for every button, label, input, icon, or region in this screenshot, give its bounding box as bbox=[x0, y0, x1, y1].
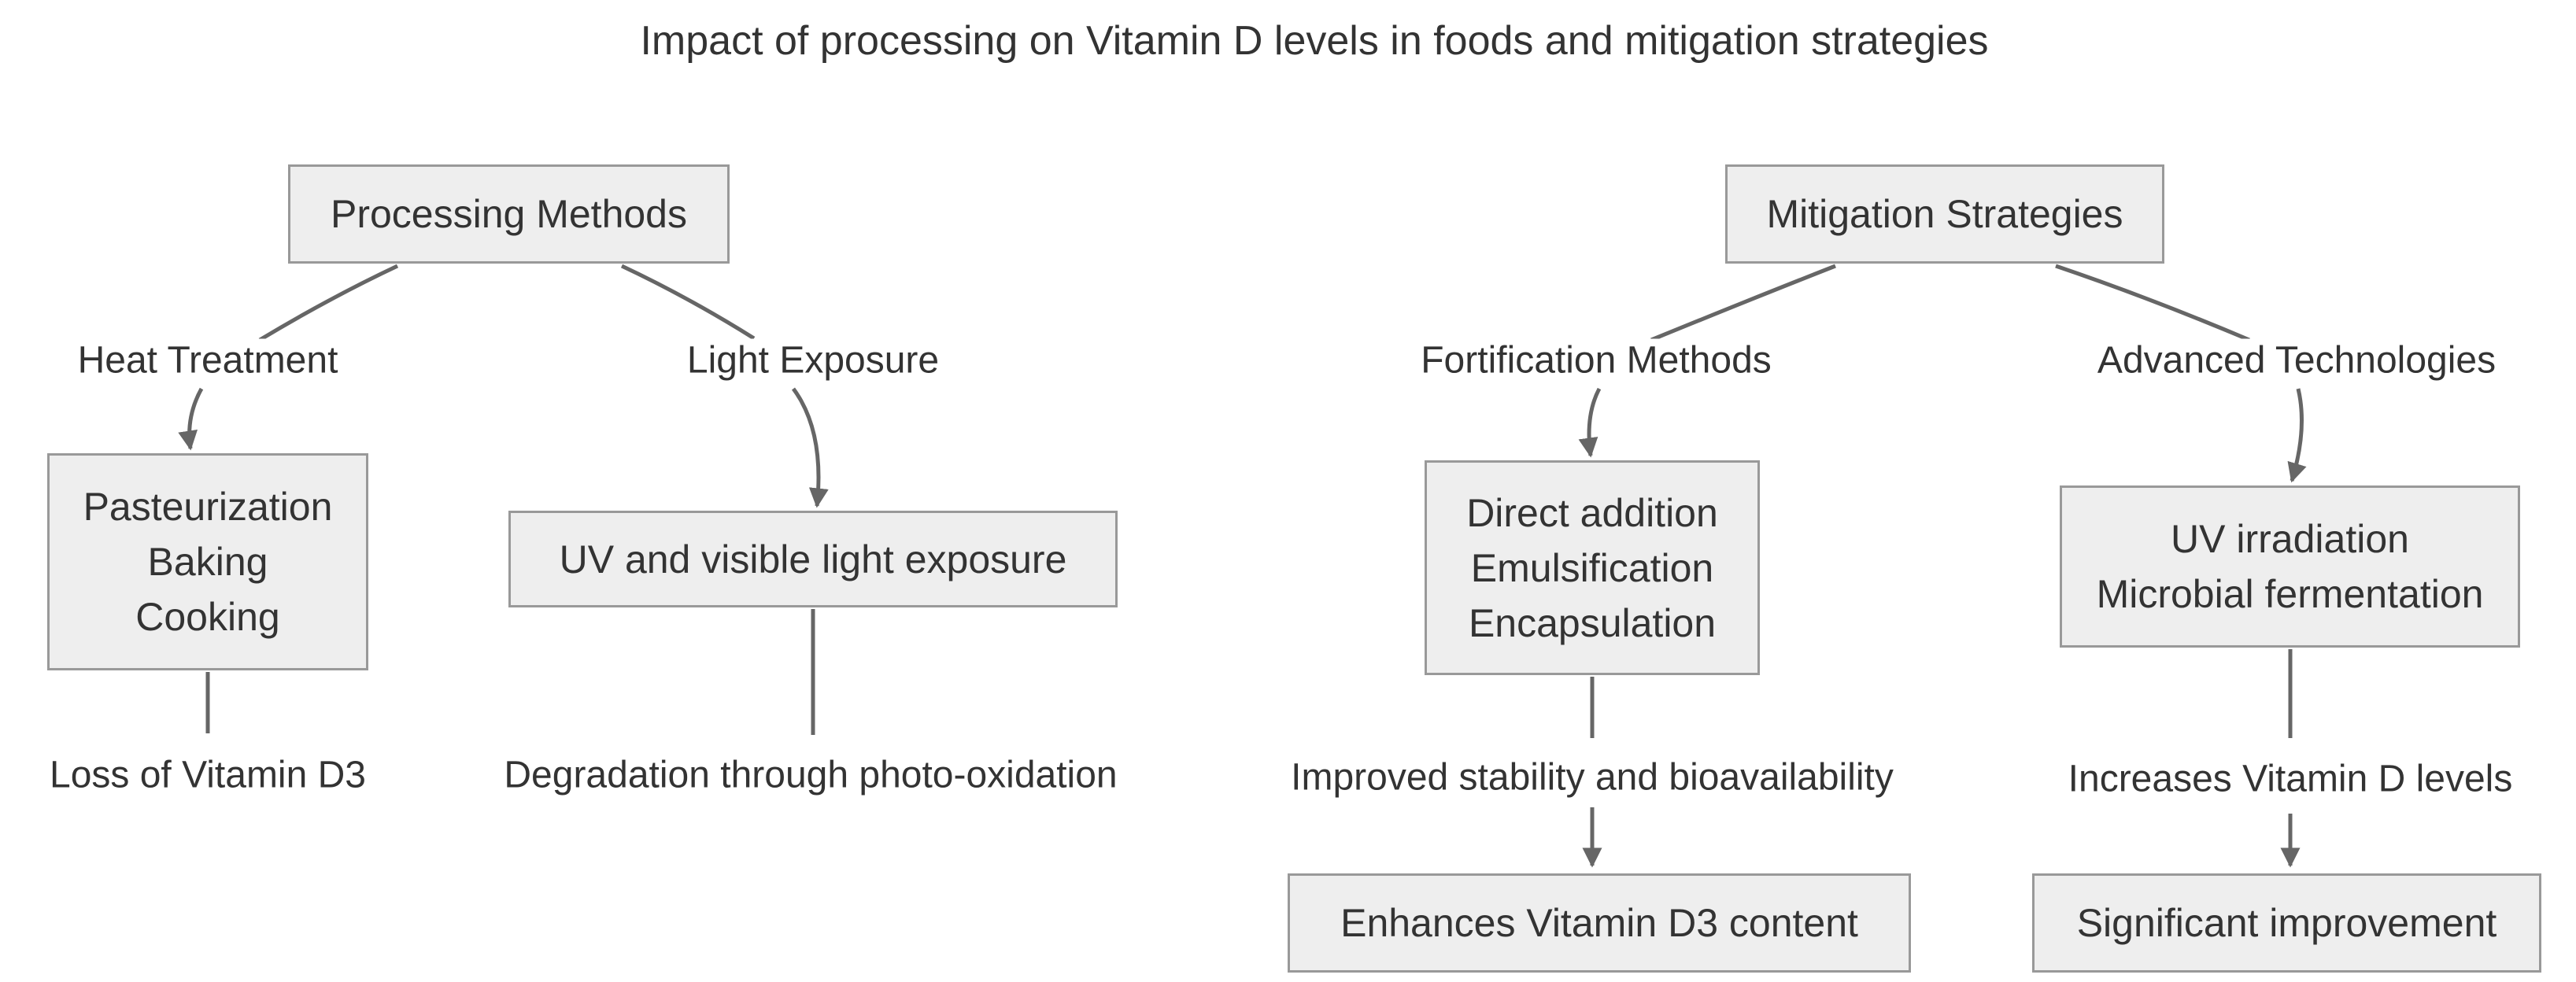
edge-processing-to-light-label bbox=[620, 264, 756, 341]
node-advanced-technologies-detail: UV irradiation Microbial fermentation bbox=[2060, 485, 2520, 648]
node-fortification-methods-detail: Direct addition Emulsification Encapsula… bbox=[1425, 460, 1760, 675]
edge-label-loss-of-vitamin-d3: Loss of Vitamin D3 bbox=[45, 753, 371, 797]
edge-mitigation-to-advanced-label bbox=[2055, 264, 2250, 342]
edge-processing-to-heat-label bbox=[258, 264, 399, 342]
node-text-line: Direct addition bbox=[1466, 490, 1718, 535]
edge-label-degradation-photo-oxidation: Degradation through photo-oxidation bbox=[499, 753, 1122, 797]
edge-mitigation-to-fortification-label bbox=[1650, 264, 1836, 342]
node-light-exposure-detail: UV and visible light exposure bbox=[508, 511, 1118, 607]
diagram-title: Impact of processing on Vitamin D levels… bbox=[640, 18, 1989, 64]
edge-advanced-label-to-advbox-arrow bbox=[2287, 388, 2307, 483]
edge-light-label-to-lightbox-arrow bbox=[791, 387, 829, 508]
node-text-line: UV irradiation bbox=[2171, 517, 2409, 561]
node-text: Significant improvement bbox=[2076, 901, 2497, 945]
node-text-line: Baking bbox=[147, 540, 268, 584]
edge-label-increases-vitamin-d: Increases Vitamin D levels bbox=[2063, 757, 2518, 801]
node-text-line: Pasteurization bbox=[83, 485, 333, 529]
node-enhances-vitamin-d3-content: Enhances Vitamin D3 content bbox=[1288, 873, 1911, 973]
edge-label-fortification-methods: Fortification Methods bbox=[1416, 338, 1776, 382]
edge-label-advanced-technologies: Advanced Technologies bbox=[2092, 338, 2501, 382]
node-text-line: Microbial fermentation bbox=[2096, 572, 2484, 616]
node-mitigation-strategies: Mitigation Strategies bbox=[1725, 164, 2164, 264]
edge-label-light-exposure: Light Exposure bbox=[682, 338, 944, 382]
node-text: Processing Methods bbox=[330, 192, 687, 236]
node-text-line: Emulsification bbox=[1470, 545, 1714, 590]
node-text-line: Cooking bbox=[135, 595, 280, 639]
node-processing-methods: Processing Methods bbox=[288, 164, 730, 264]
node-text: Enhances Vitamin D3 content bbox=[1340, 901, 1858, 945]
edge-label-heat-treatment: Heat Treatment bbox=[72, 338, 343, 382]
node-text: UV and visible light exposure bbox=[559, 537, 1067, 581]
edge-fortification-label-to-fortbox-arrow bbox=[1578, 387, 1602, 458]
edge-heat-label-to-heatbox-arrow bbox=[178, 387, 204, 451]
node-significant-improvement: Significant improvement bbox=[2032, 873, 2541, 973]
node-text: Mitigation Strategies bbox=[1766, 192, 2123, 236]
node-text-line: Encapsulation bbox=[1468, 600, 1717, 645]
edge-label-improved-stability: Improved stability and bioavailability bbox=[1286, 755, 1898, 799]
node-heat-treatment-methods: Pasteurization Baking Cooking bbox=[47, 453, 368, 670]
